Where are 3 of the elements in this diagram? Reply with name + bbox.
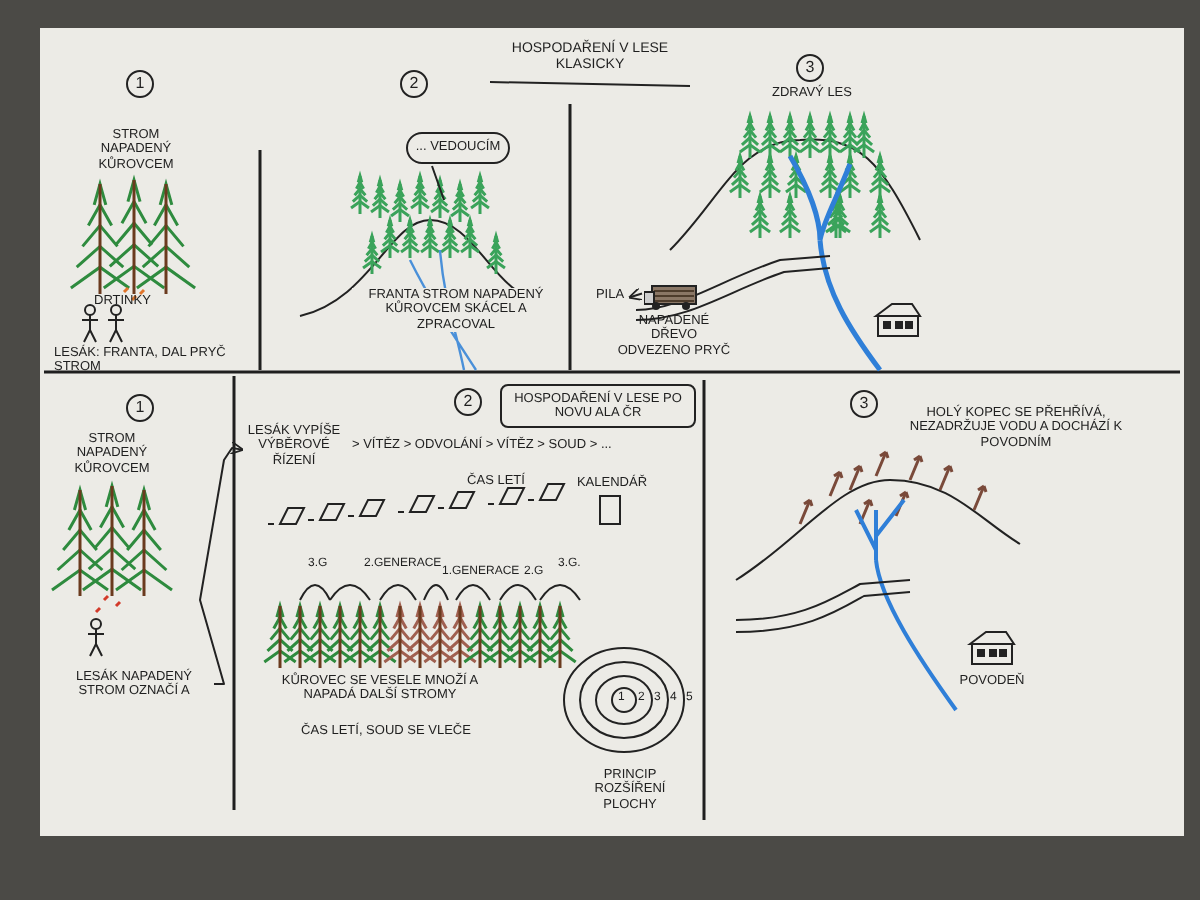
arrow xyxy=(199,441,245,685)
arrow xyxy=(627,287,643,301)
truck-drawing xyxy=(644,280,700,312)
